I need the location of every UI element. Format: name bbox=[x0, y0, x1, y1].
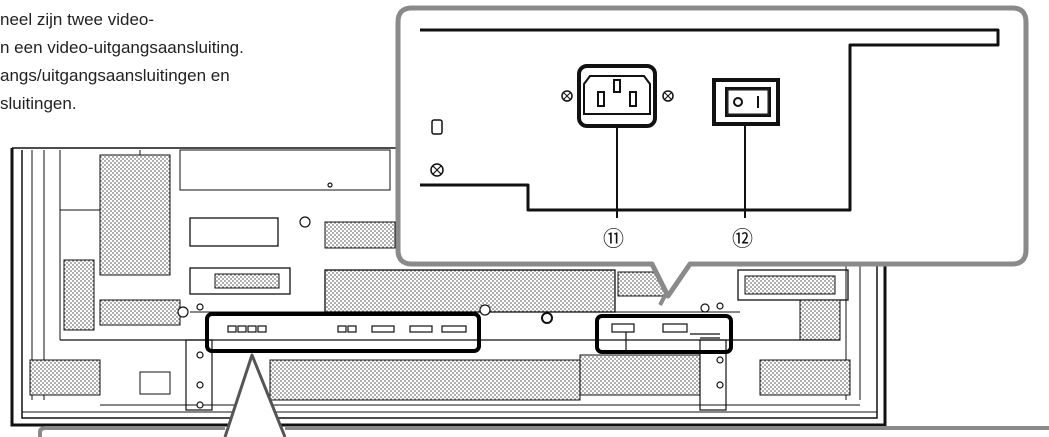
terminal-group-highlight-right bbox=[595, 314, 733, 354]
intro-line-1: neel zijn twee video- bbox=[0, 10, 155, 29]
vent-right-side bbox=[799, 299, 841, 341]
intro-paragraph: neel zijn twee video- n een video-uitgan… bbox=[0, 6, 380, 118]
intro-line-2: n een video-uitgangsaansluiting. bbox=[0, 38, 244, 57]
power-switch bbox=[712, 78, 780, 126]
vent-left-upper bbox=[99, 154, 171, 276]
vent-right-lower bbox=[759, 359, 851, 396]
screw-set bbox=[177, 182, 724, 409]
callout-label-12: ⑫ bbox=[732, 227, 753, 251]
intro-line-4: sluitingen. bbox=[0, 94, 77, 113]
intro-line-3: angs/uitgangsaansluitingen en bbox=[0, 66, 230, 85]
ground-screw bbox=[430, 163, 444, 177]
small-slot bbox=[431, 119, 443, 135]
vent-left-lower bbox=[29, 359, 101, 396]
ac-inlet bbox=[561, 64, 674, 128]
callout-label-11: ⑪ bbox=[603, 227, 624, 251]
tv-rear-panel bbox=[10, 147, 887, 427]
bottom-callout-border bbox=[38, 426, 1049, 437]
zoom-callout-panel: ⑪ ⑫ bbox=[395, 5, 1029, 299]
vent-left-mid bbox=[99, 299, 181, 326]
rear-connectors bbox=[227, 323, 720, 350]
tv-housing bbox=[10, 148, 887, 427]
terminal-group-highlight-left bbox=[205, 312, 481, 353]
vent-left-side bbox=[63, 259, 95, 331]
